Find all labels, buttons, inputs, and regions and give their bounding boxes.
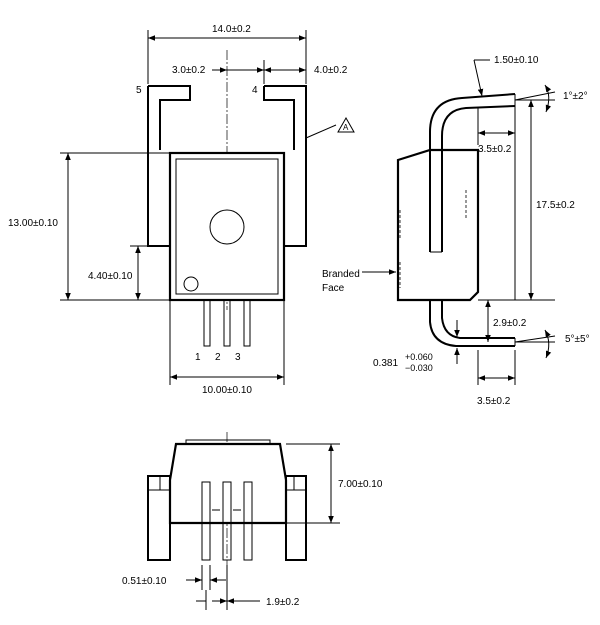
bottom-view: 7.00±0.10 0.51±0.10 1.9±0.2 [122,432,383,610]
bottom-body [168,442,288,525]
dim-bend-offset-bottom: 3.5±0.2 [477,396,511,407]
dim-tab-width: 4.0±0.2 [314,65,348,76]
pin-label-4: 4 [252,85,258,96]
dim-thickness-tol-plus: +0.060 [405,352,433,362]
dim-bend-offset-top: 3.5±0.2 [478,144,512,155]
pin1-marker [183,276,199,292]
pin-label-1: 1 [195,352,201,363]
pin-3 [243,299,251,347]
dim-thickness-main: 0.381 [373,358,398,369]
device-body [168,151,286,302]
pin-2 [223,299,231,347]
pin-1 [203,299,211,347]
upper-lead-inner [441,105,516,252]
bottom-pin-2 [222,481,232,561]
pin-label-2: 2 [215,352,221,363]
dim-width-overall: 14.0±0.2 [212,24,251,35]
note-triangle [337,116,355,133]
dim-body-height: 13.00±0.10 [8,218,58,229]
dim-lead-step: 2.9±0.2 [493,318,527,329]
pin-label-5: 5 [136,85,142,96]
side-body [396,148,480,302]
upper-lead-outer [429,93,516,252]
bottom-tab-left [147,475,171,561]
dim-body-width: 10.00±0.10 [202,385,252,396]
dim-thickness-tol-minus: −0.030 [405,363,433,373]
bottom-tab-right [285,475,307,561]
pin-label-3: 3 [235,352,241,363]
dim-lead-thickness-top: 1.50±0.10 [494,55,539,66]
lower-lead-inner [441,300,515,339]
sensor-circle [209,209,245,245]
branded-face-label-2: Face [322,283,345,294]
side-view: 1.50±0.10 1°±2° 3.5±0.2 17.5±0.2 2.9±0.2… [322,55,590,407]
dim-angle-bottom: 5°±5° [565,334,590,345]
dim-angle-top: 1°±2° [563,91,588,102]
note-marker: A [343,123,349,132]
dim-height: 17.5±0.2 [536,200,575,211]
branded-face-label-1: Branded [322,269,360,280]
lower-lead-outer [429,300,515,347]
bottom-pin-1 [201,481,211,561]
device-body-inner [175,158,279,295]
dim-lead-width: 0.51±0.10 [122,576,167,587]
tab-right [264,85,307,247]
bottom-pin-3 [243,481,253,561]
tab-left [148,85,191,150]
dim-pitch: 1.9±0.2 [266,597,300,608]
dim-pin-offset: 3.0±0.2 [172,65,206,76]
dim-pin-height: 4.40±0.10 [88,271,133,282]
tab-right-inner [263,86,295,150]
top-view: 1 2 3 4 5 14.0±0.2 3.0±0.2 4.0±0.2 A 13.… [8,24,355,396]
dim-bottom-height: 7.00±0.10 [338,479,383,490]
